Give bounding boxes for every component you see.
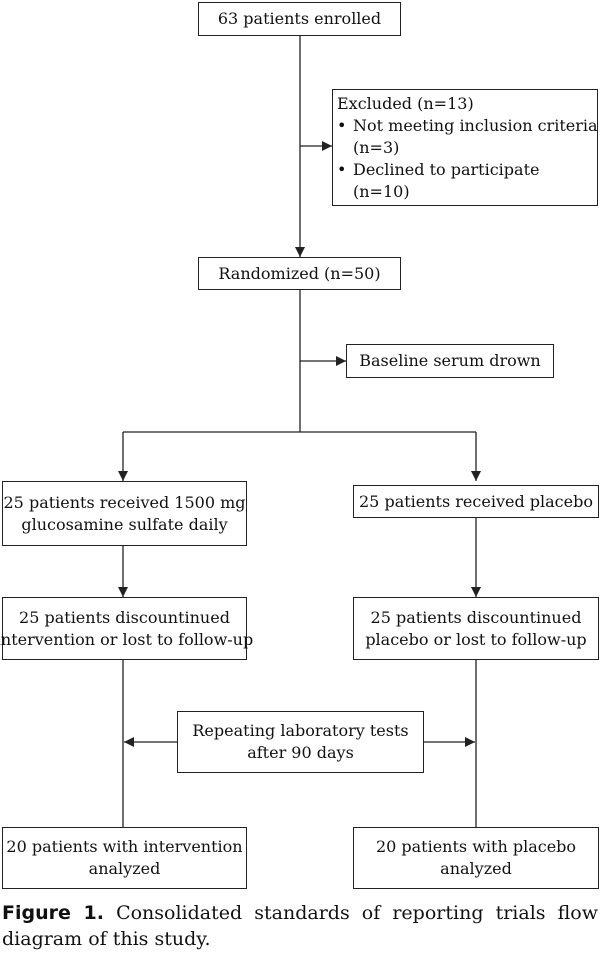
intervention-received-box: 25 patients received 1500 mg glucosamine… xyxy=(2,481,247,546)
excluded-item: • Declined to participate (n=10) xyxy=(337,159,539,203)
placebo-analyzed-line: analyzed xyxy=(440,859,512,878)
intervention-analyzed-line: analyzed xyxy=(88,859,161,878)
bullet-icon: • xyxy=(337,115,347,135)
placebo-discontinued-line: placebo or lost to follow-up xyxy=(365,629,587,649)
excluded-item-line: Declined to participate xyxy=(353,159,540,179)
intervention-analyzed-line: 20 patients with intervention xyxy=(6,837,243,856)
placebo-analyzed-box: 20 patients with placebo analyzed xyxy=(353,827,599,889)
enrolled-box: 63 patients enrolled xyxy=(198,2,401,36)
figure-caption-label: Figure 1. xyxy=(2,902,104,924)
excluded-item-line: Not meeting inclusion criteria xyxy=(353,115,598,135)
repeating-tests-line: Repeating laboratory tests xyxy=(192,721,409,740)
intervention-received-line: 25 patients received 1500 mg xyxy=(3,492,246,512)
excluded-item-line: (n=3) xyxy=(353,137,400,157)
excluded-item-line: (n=10) xyxy=(353,181,410,201)
baseline-text: Baseline serum drown xyxy=(359,351,541,370)
bullet-icon: • xyxy=(337,159,347,179)
figure-caption-text: Consolidated standards of reporting tria… xyxy=(2,902,598,950)
intervention-analyzed-box: 20 patients with intervention analyzed xyxy=(2,827,247,889)
figure-caption: Figure 1. Consolidated standards of repo… xyxy=(2,900,598,952)
excluded-item: • Not meeting inclusion criteria (n=3) xyxy=(337,115,598,159)
placebo-received-text: 25 patients received placebo xyxy=(359,491,593,511)
intervention-discontinued-box: 25 patients discountinued intervention o… xyxy=(0,597,253,660)
placebo-discontinued-line: 25 patients discountinued xyxy=(370,607,582,627)
intervention-discontinued-line: intervention or lost to follow-up xyxy=(0,629,254,649)
intervention-discontinued-line: 25 patients discountinued xyxy=(19,607,230,627)
excluded-title: Excluded (n=13) xyxy=(337,93,474,113)
repeating-tests-box: Repeating laboratory tests after 90 days xyxy=(177,711,424,773)
randomized-box: Randomized (n=50) xyxy=(198,257,401,290)
baseline-box: Baseline serum drown xyxy=(346,344,554,378)
placebo-discontinued-box: 25 patients discountinued placebo or los… xyxy=(353,597,599,660)
placebo-analyzed-line: 20 patients with placebo xyxy=(375,837,577,856)
repeating-tests-line: after 90 days xyxy=(247,743,354,762)
randomized-text: Randomized (n=50) xyxy=(218,263,381,283)
placebo-received-box: 25 patients received placebo xyxy=(353,485,599,518)
connector-layer xyxy=(118,36,481,827)
excluded-box: Excluded (n=13) • Not meeting inclusion … xyxy=(332,89,598,206)
intervention-received-line: glucosamine sulfate daily xyxy=(21,514,228,534)
enrolled-text: 63 patients enrolled xyxy=(217,9,382,28)
